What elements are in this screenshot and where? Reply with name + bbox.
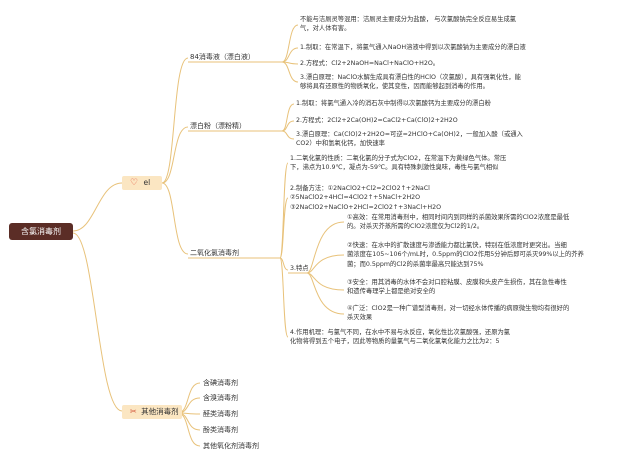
branch-84-principle: 3.漂白原理：NaClO水解生成具有漂白性的HClO（次氯酸），具有强氧化性，能… [300, 73, 521, 92]
category-node-chlorine[interactable]: ♡ el [122, 176, 162, 190]
feature-safe: ③安全：用其消毒的水体不会对口腔粘膜、皮膜和头皮产生损伤，其在急性毒性 和遗传毒… [347, 278, 567, 297]
other-aldehyde[interactable]: 醛类消毒剂 [203, 410, 238, 418]
text-line: ③2NaClO2+NaClO+2HCl=2ClO2↑+3NaCl+H2O [290, 203, 442, 211]
heart-icon: ♡ [130, 178, 139, 188]
branch-84-label[interactable]: 84消毒液（漂白液） [190, 53, 255, 61]
branch-bleach-item-1: 1.制取：将氯气通入冷的消石灰中制得以次氯酸钙为主要成分的漂白粉 [296, 100, 491, 107]
branch-bleach-label[interactable]: 漂白粉（漂粉精） [190, 122, 246, 130]
branch-clo2-prep: 2.制备方法：①2NaClO2+Cl2=2ClO2↑+2NaCl ②5NaClO… [290, 184, 441, 212]
other-phenol[interactable]: 酚类消毒剂 [203, 426, 238, 434]
branch-bleach-item-2: 2.方程式：2Cl2+2Ca(OH)2=CaCl2+Ca(ClO)2+2H2O [296, 117, 458, 124]
text-line: 化物将得到五个电子，因此等物质的量氯气与二氧化氯氧化能力之比为2：5 [290, 338, 500, 346]
text-line: 3.漂白原理：NaClO水解生成具有漂白性的HClO（次氯酸），具有强氧化性，能 [300, 74, 521, 81]
text-line: 够将具有还原性的物质氧化，使其变性，因而能够起到消毒的作用。 [300, 83, 489, 91]
connector-root-cat1 [72, 182, 123, 232]
branch-84-item-1: 1.制取：在常温下，将氯气通入NaOH溶液中得到以次氯酸钠为主要成分的漂白液 [300, 44, 526, 51]
branch-clo2-mechanism: 4.作用机理：与氯气不同，在水中不易与水反应，氧化性比次氯酸强，还原为氯 化物将… [290, 328, 510, 347]
category-label: 其他消毒剂 [141, 407, 179, 416]
feature-fast: ②快速：在水中的扩散速度与渗透能力都比氯快，特别在低浓度时更突出。当细 菌浓度在… [347, 241, 584, 269]
branch-clo2-label[interactable]: 二氧化氯消毒剂 [190, 249, 239, 257]
feature-broad: ④广泛：ClO2是一种广谱型消毒剂，对一切经水体传播的病原微生物均有很好的 杀灭… [347, 304, 569, 323]
branch-84-intro: 不能与洁厕灵等混用：洁厕灵主要成分为盐酸， 与次氯酸钠完全反应易生成氯 气，对人… [300, 15, 516, 34]
text-line: 菌浓度在105~106个/mL时，0.5ppm的ClO2作用5分钟后即可杀灭99… [347, 251, 584, 259]
branch-clo2-features-label[interactable]: 3.特点 [290, 265, 309, 272]
other-bromine[interactable]: 含溴消毒剂 [203, 394, 238, 402]
root-node[interactable]: 含氯消毒剂 [9, 223, 73, 240]
text-line: 3.漂白原理：Ca(ClO)2+2H2O=可逆=2HClO+Ca(OH)2，一般… [296, 131, 523, 138]
text-line: 和遗传毒理学上都是绝对安全的 [347, 288, 436, 296]
text-line: ②快速：在水中的扩散速度与渗透能力都比氯快，特别在低浓度时更突出。当细 [347, 242, 567, 249]
category-node-other[interactable]: ✂ 其他消毒剂 [122, 405, 182, 419]
text-line: ①高效：在常用消毒剂中，相同时间内到同样的杀菌效果所需的ClO2浓度是最低 [347, 214, 570, 221]
text-line: 4.作用机理：与氯气不同，在水中不易与水反应，氧化性比次氯酸强，还原为氯 [290, 329, 511, 336]
branch-bleach-principle: 3.漂白原理：Ca(ClO)2+2H2O=可逆=2HClO+Ca(OH)2，一般… [296, 130, 523, 149]
text-line: ②5NaClO2+4HCl=4ClO2↑+5NaCl+2H2O [290, 194, 421, 202]
connector-cat1-84 [161, 57, 189, 184]
text-line: 2.制备方法：①2NaClO2+Cl2=2ClO2↑+2NaCl [290, 185, 430, 192]
text-line: 杀灭效果 [347, 314, 373, 322]
scissors-icon: ✂ [130, 407, 137, 416]
text-line: ④广泛：ClO2是一种广谱型消毒剂，对一切经水体传播的病原微生物均有很好的 [347, 305, 570, 312]
branch-84-item-2: 2.方程式：Cl2+2NaOH=NaCl+NaClO+H2O。 [300, 60, 440, 67]
text-line: ③安全：用其消毒的水体不会对口腔粘膜、皮膜和头皮产生损伤，其在急性毒性 [347, 279, 567, 286]
connector-root-cat2 [72, 232, 123, 412]
category-label: el [143, 178, 151, 187]
text-line: 1.二氧化氯的性质：二氧化氯的分子式为ClO2，在常温下为黄绿色气体。常压 [290, 155, 507, 162]
connector-cat1-bleach [161, 126, 189, 184]
other-iodine[interactable]: 含碘消毒剂 [203, 379, 238, 387]
feature-efficient: ①高效：在常用消毒剂中，相同时间内到同样的杀菌效果所需的ClO2浓度是最低 的。… [347, 213, 569, 232]
connector-cat1-clo2 [161, 182, 189, 255]
other-oxidant[interactable]: 其他氧化剂消毒剂 [203, 442, 259, 450]
text-line: 不能与洁厕灵等混用：洁厕灵主要成分为盐酸， 与次氯酸钠完全反应易生成氯 [300, 16, 517, 23]
branch-clo2-nature: 1.二氧化氯的性质：二氧化氯的分子式为ClO2，在常温下为黄绿色气体。常压 下，… [290, 154, 506, 173]
text-line: CO2）中和氢氧化钙，加快速率 [296, 140, 385, 148]
text-line: 的。对杀灭芥蒸所需的ClO2浓度仅为Cl2的1/2。 [347, 223, 484, 231]
text-line: 下，沸点为10.9℃，凝点为-59℃。具有特殊刺激性臭味，毒性与氯气相似 [290, 164, 499, 172]
text-line: 菌；而0.5ppm的Cl2的杀菌率最高只能达到75% [347, 260, 484, 268]
text-line: 气，对人体有害。 [300, 25, 351, 33]
